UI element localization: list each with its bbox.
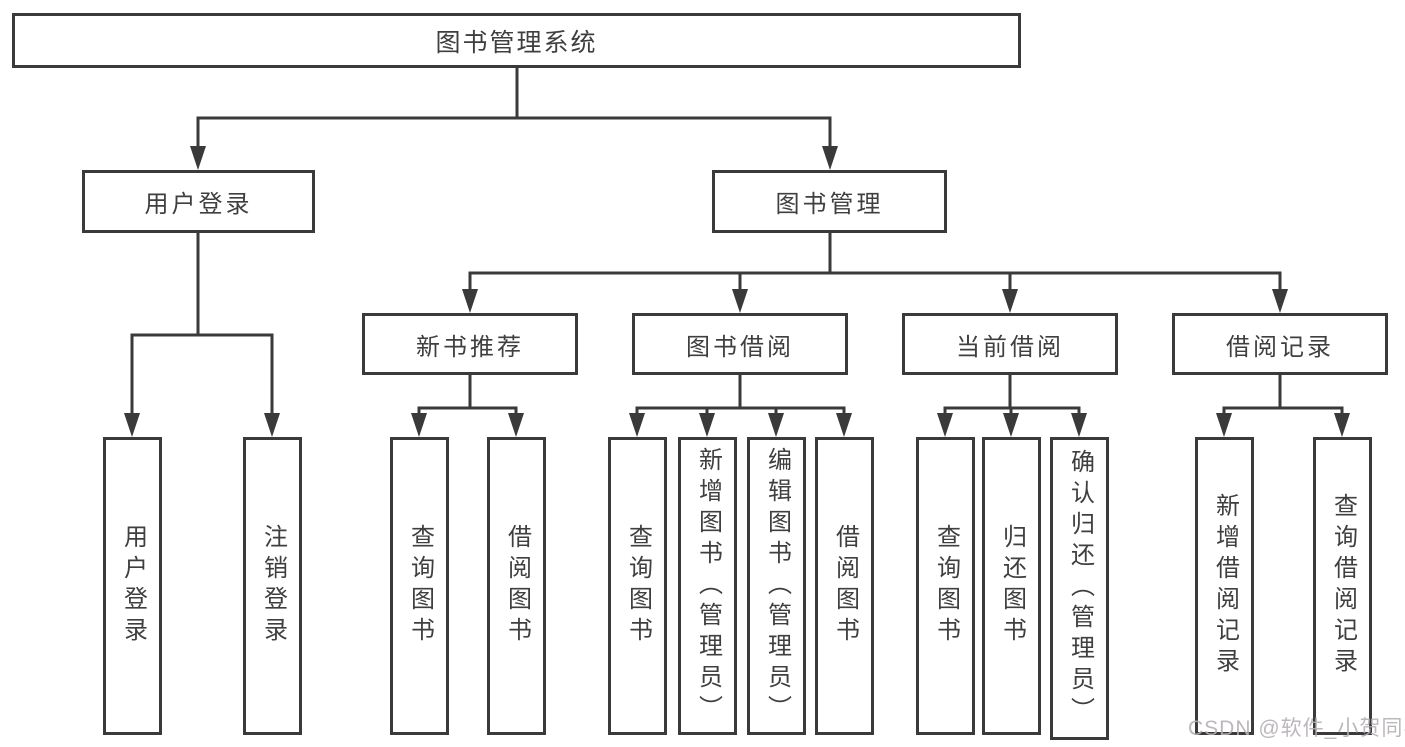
leaf-label: 归还图书 [998,524,1026,648]
leaf-label: 确认归还（管理员） [1066,449,1094,728]
leaf-label: 查询借阅记录 [1329,493,1357,679]
leaf-borrow-books-borrow: 借阅图书 [815,437,874,735]
node-new-book-recommend: 新书推荐 [362,313,578,375]
leaf-label: 查询图书 [932,524,960,648]
leaf-label: 查询图书 [624,524,652,648]
node-label: 图书管理 [775,191,884,218]
node-root: 图书管理系统 [12,13,1021,68]
leaf-confirm-return-admin: 确认归还（管理员） [1050,437,1109,740]
node-current-borrow: 当前借阅 [902,313,1118,375]
node-label: 借阅记录 [1226,333,1334,361]
leaf-add-book-admin: 新增图书（管理员） [678,437,737,735]
leaf-add-borrow-record: 新增借阅记录 [1195,437,1254,735]
tree-lines [130,66,1344,417]
leaf-label: 查询图书 [406,524,434,648]
leaf-label: 借阅图书 [503,524,531,648]
leaf-label: 新增图书（管理员） [694,446,722,726]
leaf-query-borrow-record: 查询借阅记录 [1313,437,1372,735]
node-label: 当前借阅 [956,333,1064,361]
leaf-label: 新增借阅记录 [1211,493,1239,679]
leaf-edit-book-admin: 编辑图书（管理员） [747,437,806,735]
node-label: 新书推荐 [416,333,524,361]
node-label: 图书借阅 [686,333,794,361]
node-book-borrow: 图书借阅 [632,313,848,375]
leaf-label: 用户登录 [119,524,147,648]
leaf-label: 借阅图书 [831,524,859,648]
leaf-label: 注销登录 [259,524,287,648]
node-book-management: 图书管理 [712,170,947,233]
leaf-user-login: 用户登录 [103,437,162,735]
node-root-label: 图书管理系统 [435,28,598,57]
leaf-query-books-current: 查询图书 [916,437,975,735]
csdn-watermark: CSDN @软件_小贺同学 [1188,717,1405,740]
node-label: 用户登录 [144,191,253,218]
leaf-query-books-newbook: 查询图书 [390,437,449,735]
leaf-return-book: 归还图书 [982,437,1041,735]
leaf-label: 编辑图书（管理员） [763,446,791,726]
node-borrow-records: 借阅记录 [1172,313,1388,375]
arrowhead-icons [124,146,1350,437]
leaf-query-books-borrow: 查询图书 [608,437,667,735]
node-user-login: 用户登录 [82,170,315,233]
leaf-logout: 注销登录 [243,437,302,735]
leaf-borrow-books-newbook: 借阅图书 [487,437,546,735]
